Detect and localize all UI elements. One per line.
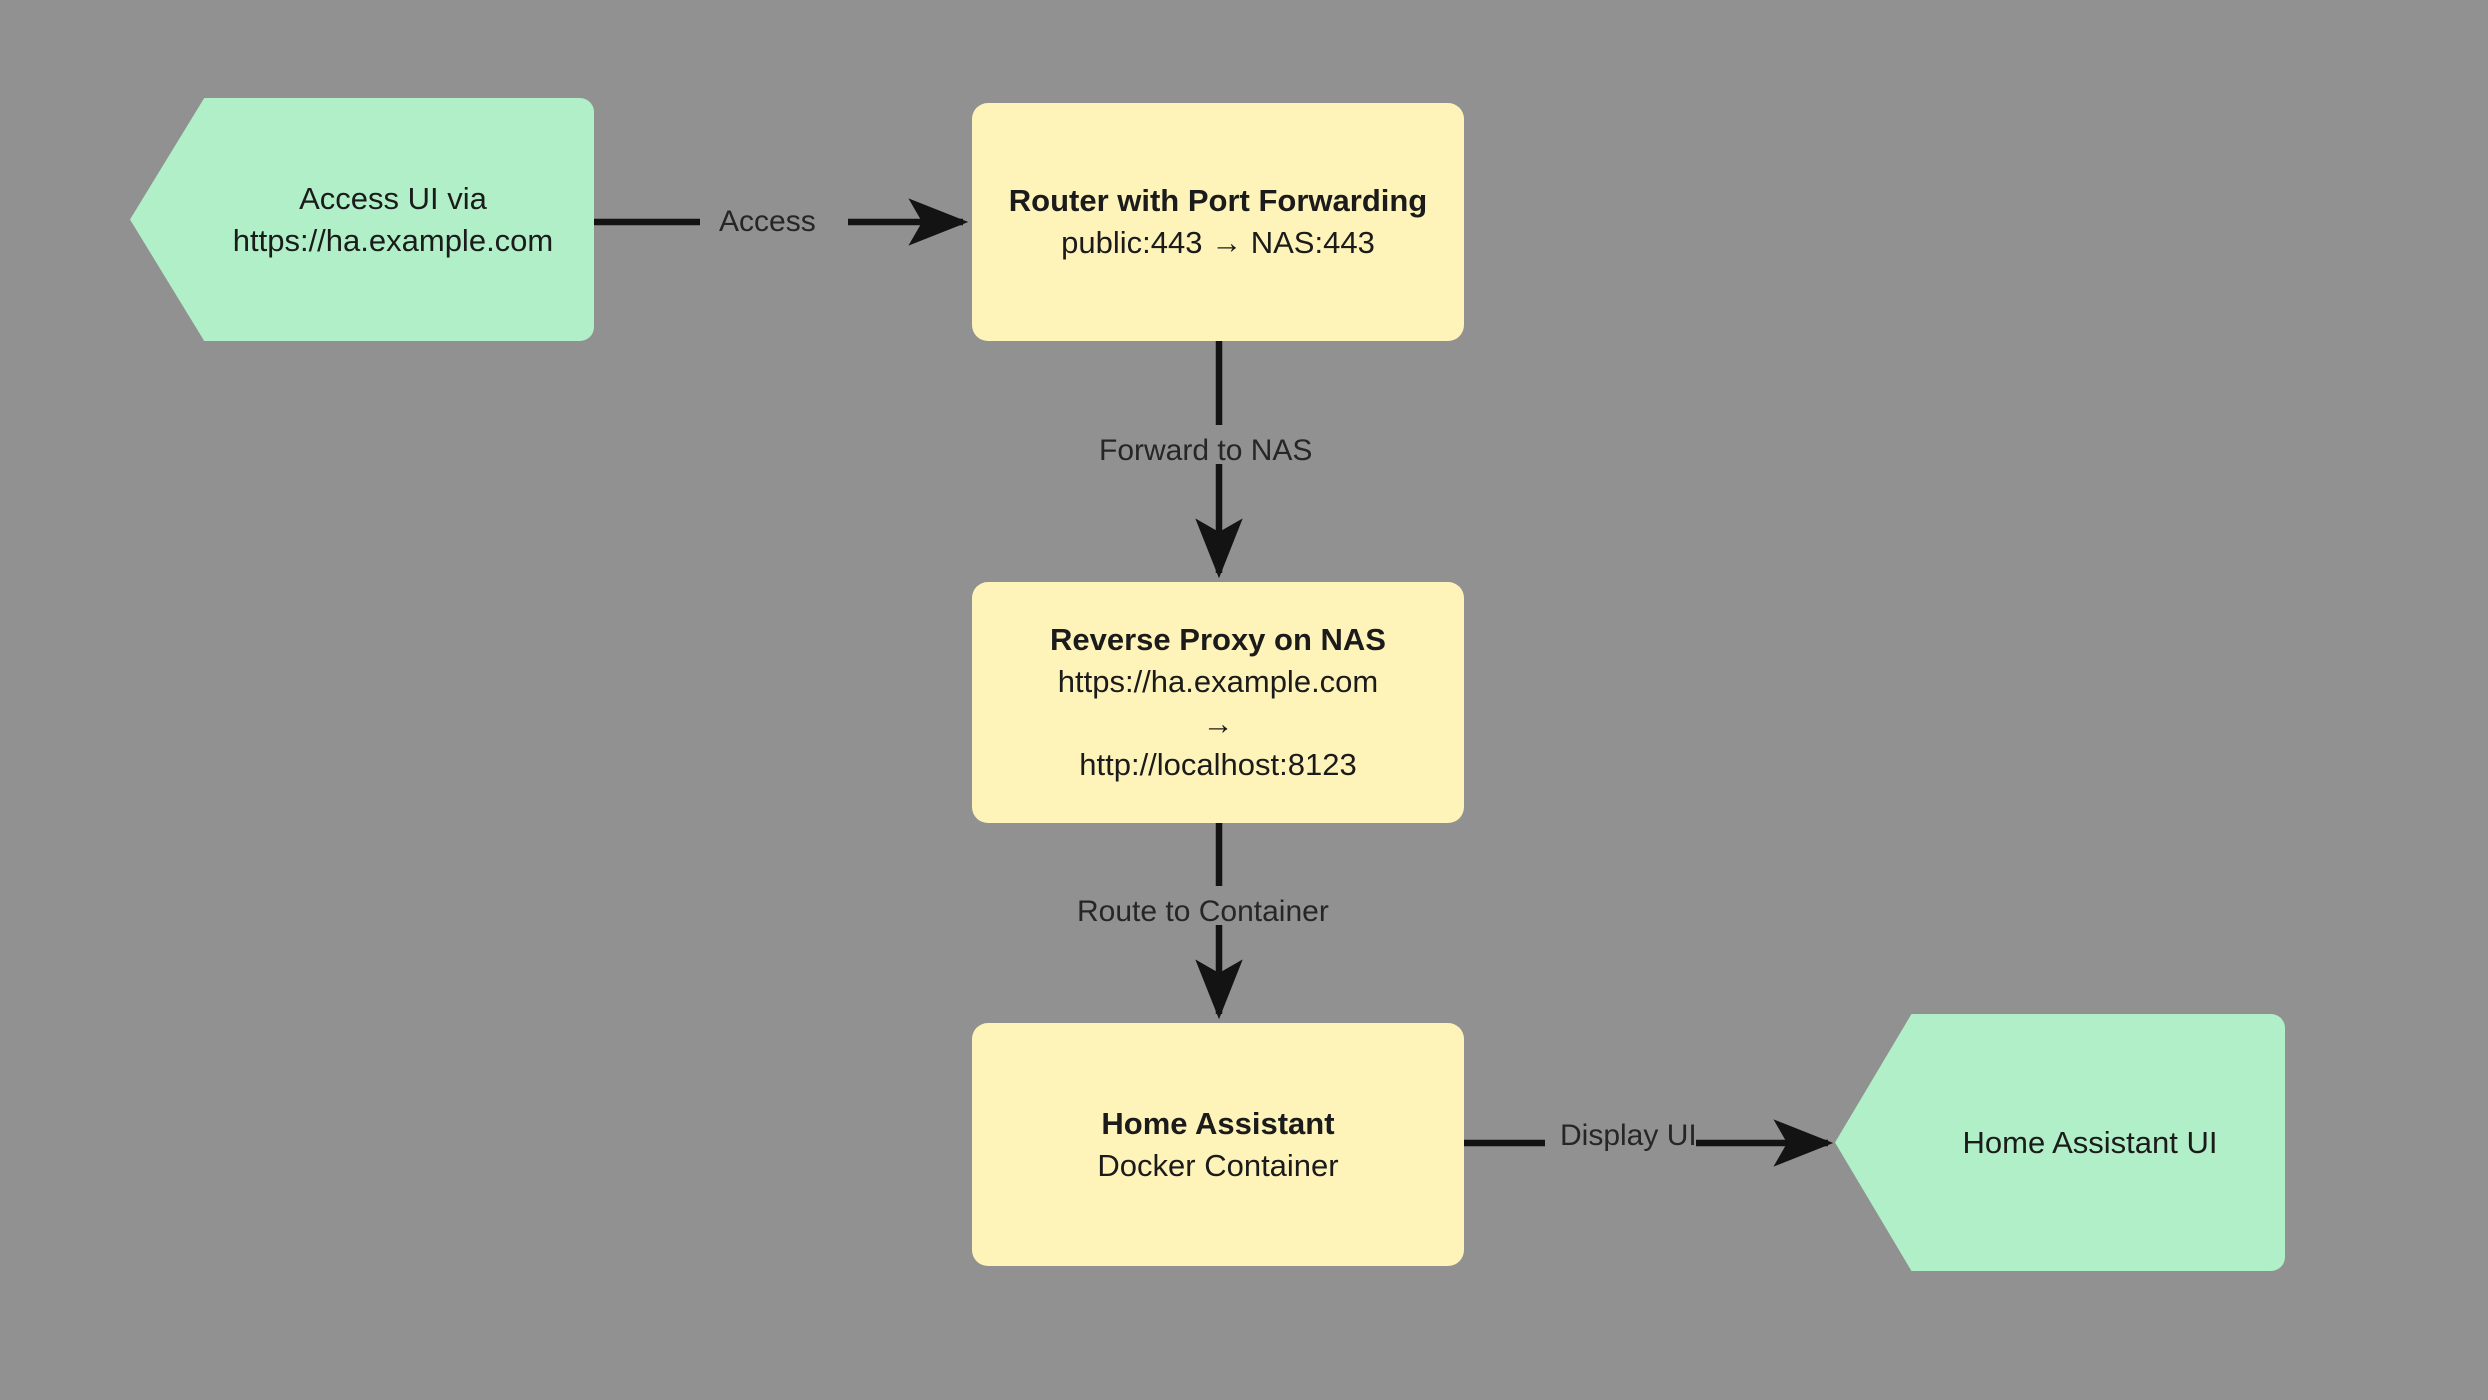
edge-label-forward-to-nas: Forward to NAS (1099, 434, 1313, 467)
node-home-assistant-title: Home Assistant (1101, 1105, 1335, 1141)
edge-label-display-ui: Display UI (1560, 1119, 1697, 1152)
node-home-assistant-subtitle: Docker Container (1097, 1147, 1339, 1183)
node-router-ports: public:443 → NAS:443 (1061, 225, 1375, 260)
node-router-title: Router with Port Forwarding (1008, 183, 1428, 219)
node-access-ui-line-0: Access UI via (299, 180, 487, 216)
node-reverse-proxy-target-url: http://localhost:8123 (1079, 747, 1357, 783)
node-reverse-proxy-title: Reverse Proxy on NAS (1050, 622, 1386, 658)
node-reverse-proxy-source-url: https://ha.example.com (1057, 663, 1379, 699)
arrow-right-icon: → (1202, 705, 1234, 741)
node-router-with-port-forwarding[interactable]: Router with Port Forwarding public:443 →… (972, 103, 1464, 341)
node-home-assistant[interactable]: Home Assistant Docker Container (972, 1023, 1464, 1266)
node-home-assistant-ui-label: Home Assistant UI (1962, 1124, 2218, 1160)
node-reverse-proxy-on-nas[interactable]: Reverse Proxy on NAS https://ha.example.… (972, 582, 1464, 823)
node-home-assistant-ui[interactable]: Home Assistant UI (1835, 1014, 2285, 1271)
node-access-ui-line-1: https://ha.example.com (232, 222, 554, 258)
edge-label-access: Access (719, 205, 816, 238)
node-access-ui[interactable]: Access UI via https://ha.example.com (130, 98, 594, 341)
edge-label-route-to-container: Route to Container (1077, 895, 1329, 928)
